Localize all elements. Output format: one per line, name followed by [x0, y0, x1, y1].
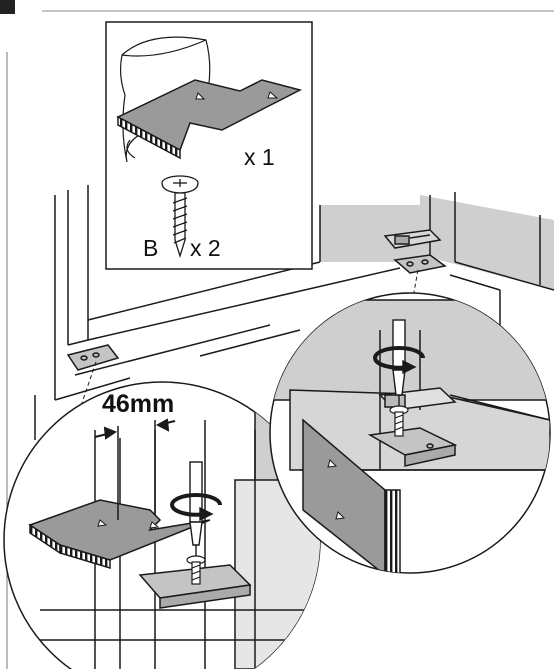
cabinet-scene — [34, 185, 554, 440]
screw-icon — [186, 555, 206, 585]
parts-box: x 1 B x 2 — [105, 21, 313, 270]
rotation-arrow-icon — [373, 346, 425, 375]
header-bar — [0, 0, 15, 14]
screwdriver-icon — [392, 319, 406, 410]
dimension-marker — [94, 418, 176, 520]
bracket-icon — [393, 254, 447, 274]
screw-icon — [161, 175, 199, 259]
hinge-icon — [383, 229, 442, 249]
screw-quantity: x 2 — [190, 235, 221, 261]
screwdriver-icon — [189, 461, 203, 560]
panel-quantity: x 1 — [244, 144, 275, 170]
screw-icon — [389, 405, 409, 437]
screw-letter: B — [143, 235, 158, 261]
spacer-panel — [116, 79, 303, 160]
rotation-arrow-icon — [170, 493, 222, 522]
dimension-label: 46mm — [102, 390, 174, 418]
right-detail-circle — [269, 292, 551, 574]
bracket-icon — [66, 344, 120, 371]
